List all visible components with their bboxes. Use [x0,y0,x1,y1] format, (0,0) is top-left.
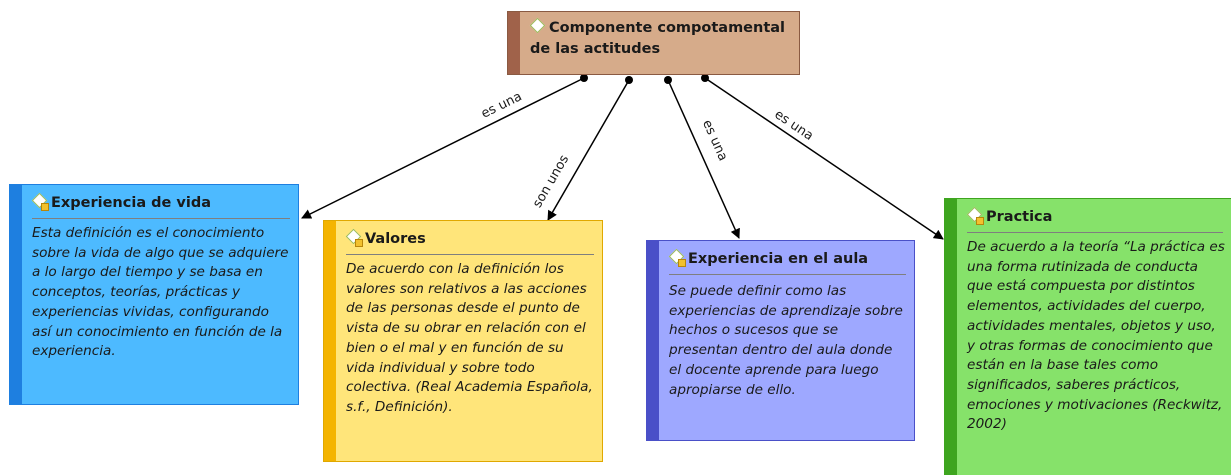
node-practica[interactable]: Practica De acuerdo a la teoría “La prác… [944,198,1231,475]
node-note-text: Se puede definir como las experiencias d… [669,283,903,398]
node-valores[interactable]: Valores De acuerdo con la definición los… [323,220,603,462]
root-node-title-row: Componente compotamental de las actitude… [529,17,791,60]
node-title-row: Valores [345,228,594,249]
node-stripe [324,221,336,461]
node-divider [346,254,594,255]
node-experiencia-de-vida[interactable]: Experiencia de vida Esta definición es e… [9,184,299,405]
root-concept-node[interactable]: Componente compotamental de las actitude… [507,11,800,75]
link-experiencia-de-vida [301,74,588,219]
link-valores [547,76,633,221]
concept-icon [529,17,546,35]
root-node-title: Componente compotamental de las actitude… [530,20,786,57]
node-stripe [647,241,659,440]
node-title: Valores [365,231,426,247]
node-title-row: Practica [966,206,1223,227]
node-experiencia-en-el-aula[interactable]: Experiencia en el aula Se puede definir … [646,240,915,441]
concept-note-icon [966,206,984,225]
node-stripe [10,185,22,404]
node-divider [32,218,290,219]
node-title-row: Experiencia en el aula [668,248,906,269]
node-title: Practica [986,209,1053,225]
node-title: Experiencia de vida [51,195,211,211]
concept-note-icon [31,192,49,211]
node-divider [967,232,1223,233]
link-practica [701,74,944,240]
node-note-text: De acuerdo con la definición los valores… [346,261,593,415]
root-node-stripe [508,12,520,74]
node-note-text: Esta definición es el conocimiento sobre… [32,225,289,360]
node-title: Experiencia en el aula [688,251,869,267]
node-title-row: Experiencia de vida [31,192,290,213]
node-note-text: De acuerdo a la teoría “La práctica es u… [967,239,1225,433]
link-experiencia-en-el-aula [664,76,740,239]
node-stripe [945,199,957,475]
concept-note-icon [668,248,686,267]
node-divider [669,274,906,275]
concept-note-icon [345,228,363,247]
